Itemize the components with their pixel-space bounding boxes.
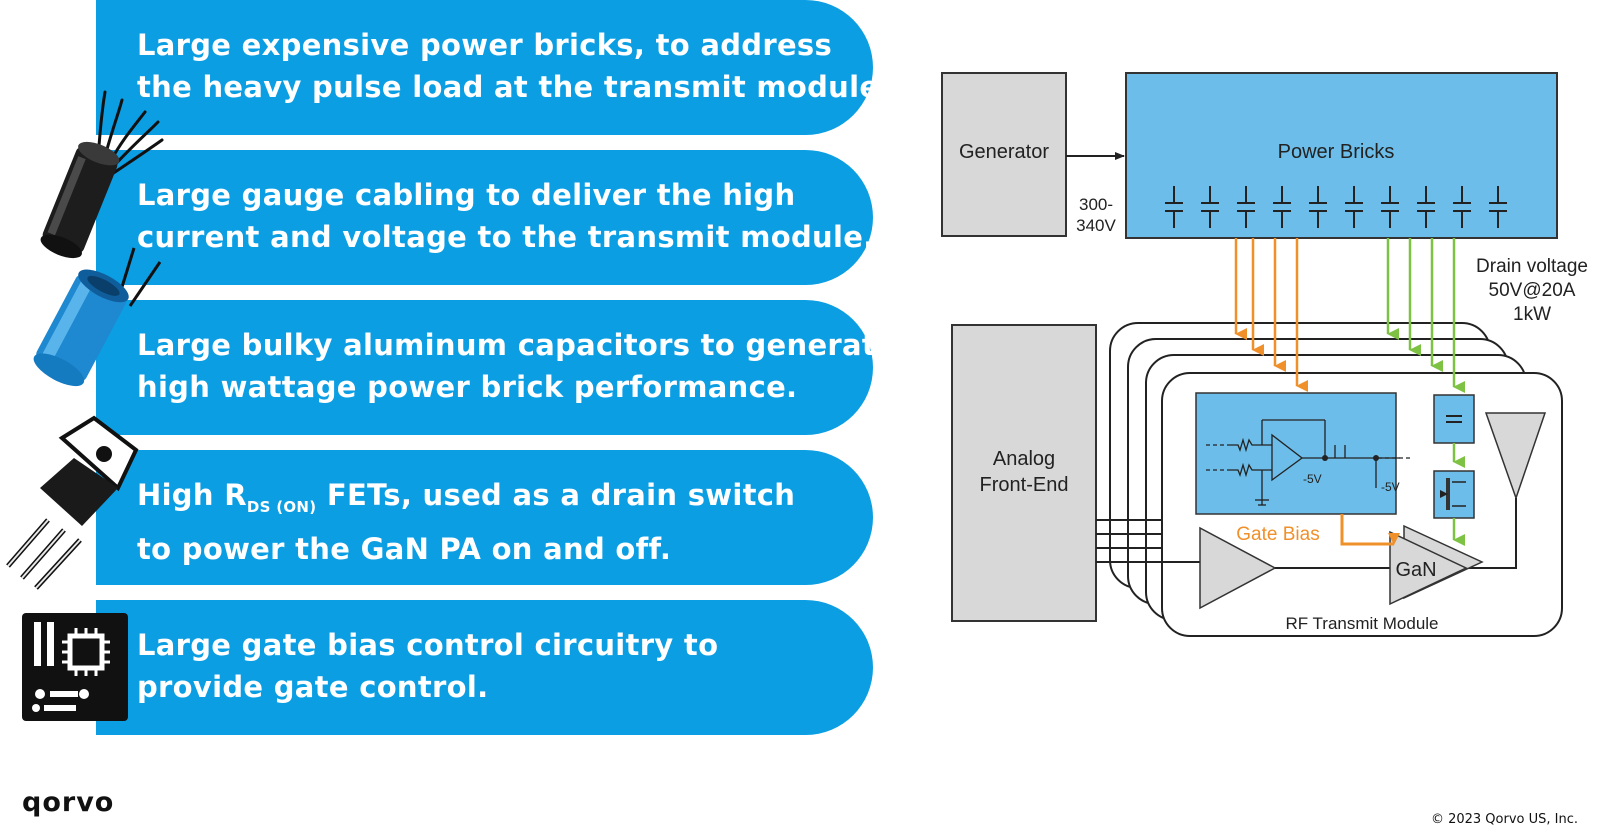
bullet-text-line: provide gate control. [137, 670, 489, 704]
bullet-text-line: Large bulky aluminum capacitors to gener… [137, 328, 897, 362]
gate-bias-label: Gate Bias [1236, 524, 1319, 545]
gate-bias-arrow [1340, 514, 1400, 546]
bullet-text-line: Large expensive power bricks, to address [137, 28, 833, 62]
cable-bundle-icon [40, 90, 164, 259]
bullet-capacitors: Large bulky aluminum capacitors to gener… [96, 300, 897, 435]
afe-output-wires [1096, 519, 1200, 563]
drain-switch-fet-box [1433, 470, 1475, 519]
qorvo-logo: qorvo [22, 787, 115, 818]
power-bricks-block: Power Bricks [1125, 72, 1558, 239]
bullet-gate-bias: Large gate bias control circuitry to pro… [96, 600, 873, 735]
rds-subscript: DS (ON) [246, 498, 317, 516]
gan-amplifier-icon [1389, 530, 1468, 606]
generator-block: Generator [941, 72, 1067, 237]
drain-capacitor-box [1433, 394, 1475, 444]
input-voltage-line1: 300- [1079, 195, 1113, 214]
afe-label-line2: Front-End [980, 474, 1069, 496]
bullet-cabling: Large gauge cabling to deliver the high … [96, 150, 875, 285]
neg5v-label-a: -5V [1303, 472, 1322, 486]
input-voltage-line2: 340V [1076, 216, 1116, 235]
drain-voltage-line3: 1kW [1513, 304, 1551, 325]
bullet-text-line: high wattage power brick performance. [137, 370, 798, 404]
orange-bias-feeds [1234, 238, 1308, 392]
afe-label-line1: Analog [993, 448, 1055, 470]
bullet-power-bricks: Large expensive power bricks, to address… [96, 0, 891, 135]
copyright-text: © 2023 Qorvo US, Inc. [1430, 812, 1578, 827]
aluminum-capacitor-icon [33, 247, 162, 387]
generator-label: Generator [959, 141, 1049, 163]
bullet-text-line: High RDS (ON) FETs, used as a drain swit… [137, 474, 873, 528]
bullet-text-line: Large gauge cabling to deliver the high [137, 178, 796, 212]
gan-label: GaN [1395, 559, 1436, 581]
circuit-board-chip-icon [22, 613, 128, 721]
bullet-text-line: Large gate bias control circuitry to [137, 628, 719, 662]
antenna-feed-wire [1468, 498, 1517, 569]
neg5v-label-b: -5V [1381, 480, 1400, 494]
antenna-icon [1484, 412, 1547, 501]
bullet-text-line: to power the GaN PA on and off. [137, 532, 672, 566]
capacitor-row-icon [1165, 186, 1507, 228]
drain-voltage-line1: Drain voltage [1476, 256, 1588, 277]
bullet-text-line: current and voltage to the transmit modu… [137, 220, 875, 254]
driver-amplifier-icon [1199, 526, 1277, 610]
bullet-fets: High RDS (ON) FETs, used as a drain swit… [96, 450, 873, 585]
rds-prefix: High R [137, 478, 247, 512]
analog-front-end-block: Analog Front-End [951, 324, 1097, 622]
power-bricks-label: Power Bricks [1278, 141, 1395, 163]
rds-suffix: FETs, used as a drain switch [316, 478, 796, 512]
bias-control-circuit: -5V -5V [1195, 392, 1410, 515]
transistor-fet-icon [6, 415, 139, 590]
bullet-text-line: the heavy pulse load at the transmit mod… [137, 70, 891, 104]
green-drain-feeds [1386, 238, 1465, 546]
drain-voltage-line2: 50V@20A [1489, 280, 1576, 301]
rf-transmit-module-label: RF Transmit Module [1285, 614, 1438, 633]
